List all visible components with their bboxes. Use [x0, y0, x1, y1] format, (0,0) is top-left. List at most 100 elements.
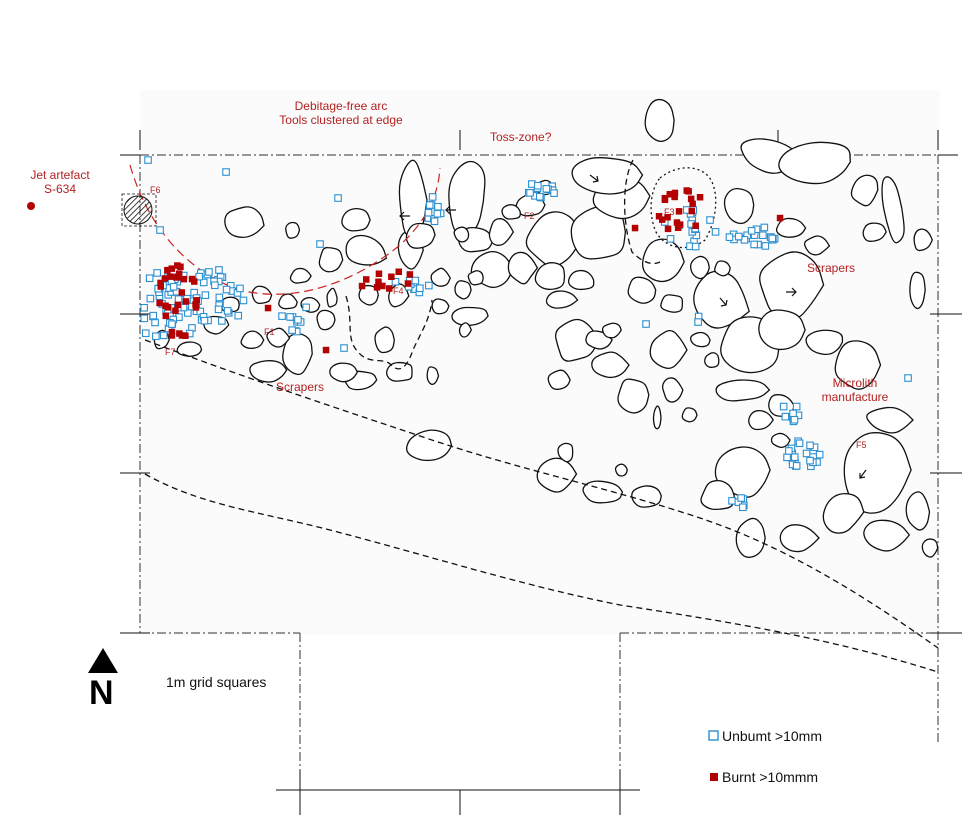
- stone: [329, 362, 359, 383]
- burnt-find: [388, 273, 395, 280]
- stone: [326, 287, 338, 308]
- stone: [822, 493, 865, 534]
- unburnt-find: [783, 453, 791, 462]
- stone: [921, 538, 939, 558]
- unburnt-find: [550, 189, 558, 197]
- jet-artefact-marker: [27, 202, 35, 210]
- stone: [913, 228, 934, 252]
- stone: [458, 322, 473, 338]
- unburnt-find: [340, 344, 348, 352]
- unburnt-find: [785, 447, 793, 455]
- burnt-find: [168, 328, 176, 336]
- feature-f3-label: F3: [664, 207, 675, 217]
- stone: [388, 283, 410, 308]
- unburnt-find: [815, 450, 824, 459]
- stone: [909, 271, 926, 310]
- burnt-find: [661, 194, 669, 202]
- unburnt-find: [792, 402, 801, 411]
- stone: [341, 207, 371, 232]
- burnt-find: [671, 193, 678, 201]
- unburnt-find: [239, 296, 248, 305]
- stone: [715, 379, 771, 402]
- unburnt-find: [168, 320, 176, 328]
- unburnt-find: [534, 181, 542, 190]
- unburnt-find: [535, 192, 544, 201]
- burnt-find: [166, 273, 174, 280]
- burnt-find: [173, 274, 180, 281]
- burnt-find: [178, 332, 186, 339]
- stone: [240, 330, 265, 349]
- burnt-find: [655, 213, 663, 220]
- stone: [803, 235, 831, 256]
- stone: [644, 98, 675, 143]
- unburnt-find: [416, 284, 424, 293]
- stone: [601, 322, 622, 339]
- burnt-find: [664, 214, 671, 221]
- stone: [555, 318, 600, 362]
- unburnt-find: [144, 156, 152, 164]
- stone: [614, 463, 628, 477]
- unburnt-find: [184, 309, 192, 317]
- burnt-find: [172, 307, 179, 314]
- unburnt-find: [433, 209, 442, 218]
- north-label: N: [89, 674, 114, 712]
- burnt-find: [666, 191, 673, 198]
- stone: [652, 405, 662, 430]
- unburnt-find: [159, 331, 168, 340]
- stone: [862, 222, 887, 242]
- burnt-find: [375, 278, 382, 285]
- unburnt-find: [542, 185, 551, 193]
- debitage-label-line2: Tools clustered at edge: [279, 113, 403, 127]
- unburnt-find: [152, 332, 160, 341]
- stone: [176, 341, 203, 357]
- burnt-find: [192, 301, 199, 308]
- stone: [467, 270, 484, 286]
- stone: [316, 309, 336, 331]
- stone: [690, 331, 711, 348]
- burnt-find: [386, 285, 393, 292]
- debitage-label-line1: Debitage-free arc: [294, 99, 388, 113]
- legend-unburnt-label: Unbumt >10mm: [722, 728, 822, 744]
- stone: [536, 457, 578, 493]
- stone: [723, 187, 755, 225]
- unburnt-find: [694, 318, 702, 326]
- legend-unburnt-marker: [708, 730, 719, 741]
- stone: [431, 298, 450, 315]
- stone: [426, 366, 440, 385]
- stone: [661, 377, 684, 403]
- microlith-line2: manufacture: [821, 390, 889, 404]
- stone: [660, 294, 684, 313]
- burnt-find: [373, 284, 381, 291]
- feature-f6-label: F6: [150, 185, 161, 195]
- unburnt-find: [236, 284, 244, 293]
- stone: [735, 517, 766, 558]
- north-arrow-icon: [88, 648, 118, 673]
- burnt-find: [671, 189, 679, 197]
- stone: [406, 429, 453, 462]
- burnt-find: [162, 312, 169, 320]
- stone: [591, 351, 630, 379]
- stone: [451, 306, 489, 327]
- unburnt-find: [792, 462, 801, 470]
- unburnt-find: [214, 305, 223, 314]
- legend-burnt-label: Burnt >10mmm: [722, 769, 819, 785]
- unburnt-find: [223, 307, 232, 315]
- stone: [266, 327, 291, 348]
- stone: [905, 491, 931, 531]
- unburnt-find: [411, 276, 420, 285]
- unburnt-find: [425, 201, 434, 209]
- stone: [251, 285, 273, 305]
- stone: [759, 251, 825, 321]
- unburnt-find: [141, 329, 150, 338]
- stone: [285, 221, 301, 239]
- unburnt-find: [294, 316, 302, 324]
- f6-hatched-feature: [123, 195, 153, 225]
- burnt-find: [164, 304, 172, 311]
- burnt-find: [404, 280, 412, 287]
- unburnt-find: [802, 449, 811, 458]
- unburnt-find: [145, 274, 154, 283]
- unburnt-find: [428, 193, 437, 201]
- unburnt-find: [734, 232, 743, 241]
- jet-artefact-line1: Jet artefact: [30, 168, 90, 182]
- stone: [430, 267, 451, 287]
